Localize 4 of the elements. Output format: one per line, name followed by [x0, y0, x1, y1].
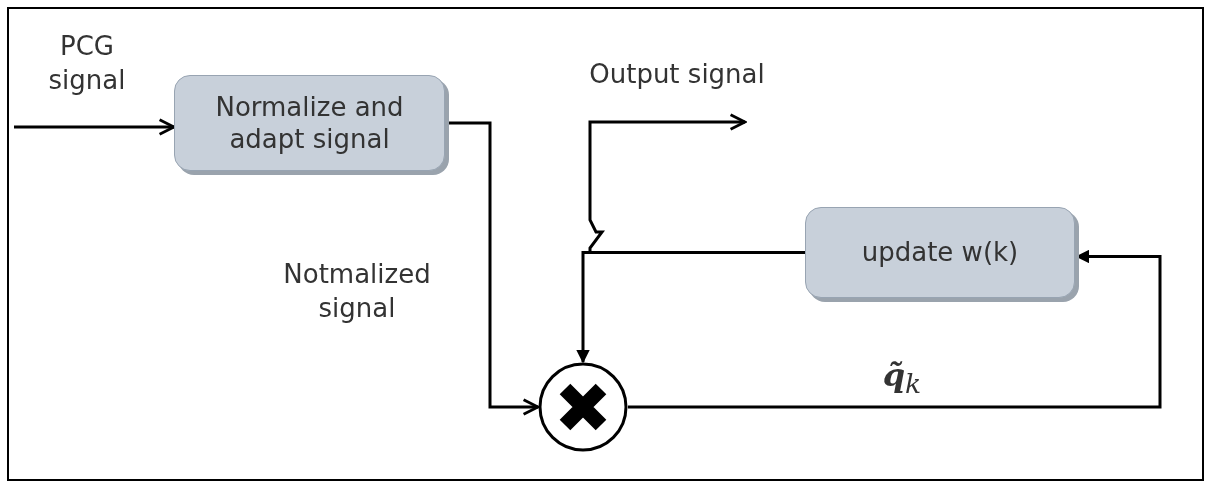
- arrow: [14, 118, 176, 136]
- arrow: [588, 113, 805, 254]
- arrow: [628, 249, 1162, 409]
- multiplier-circle: [538, 362, 628, 452]
